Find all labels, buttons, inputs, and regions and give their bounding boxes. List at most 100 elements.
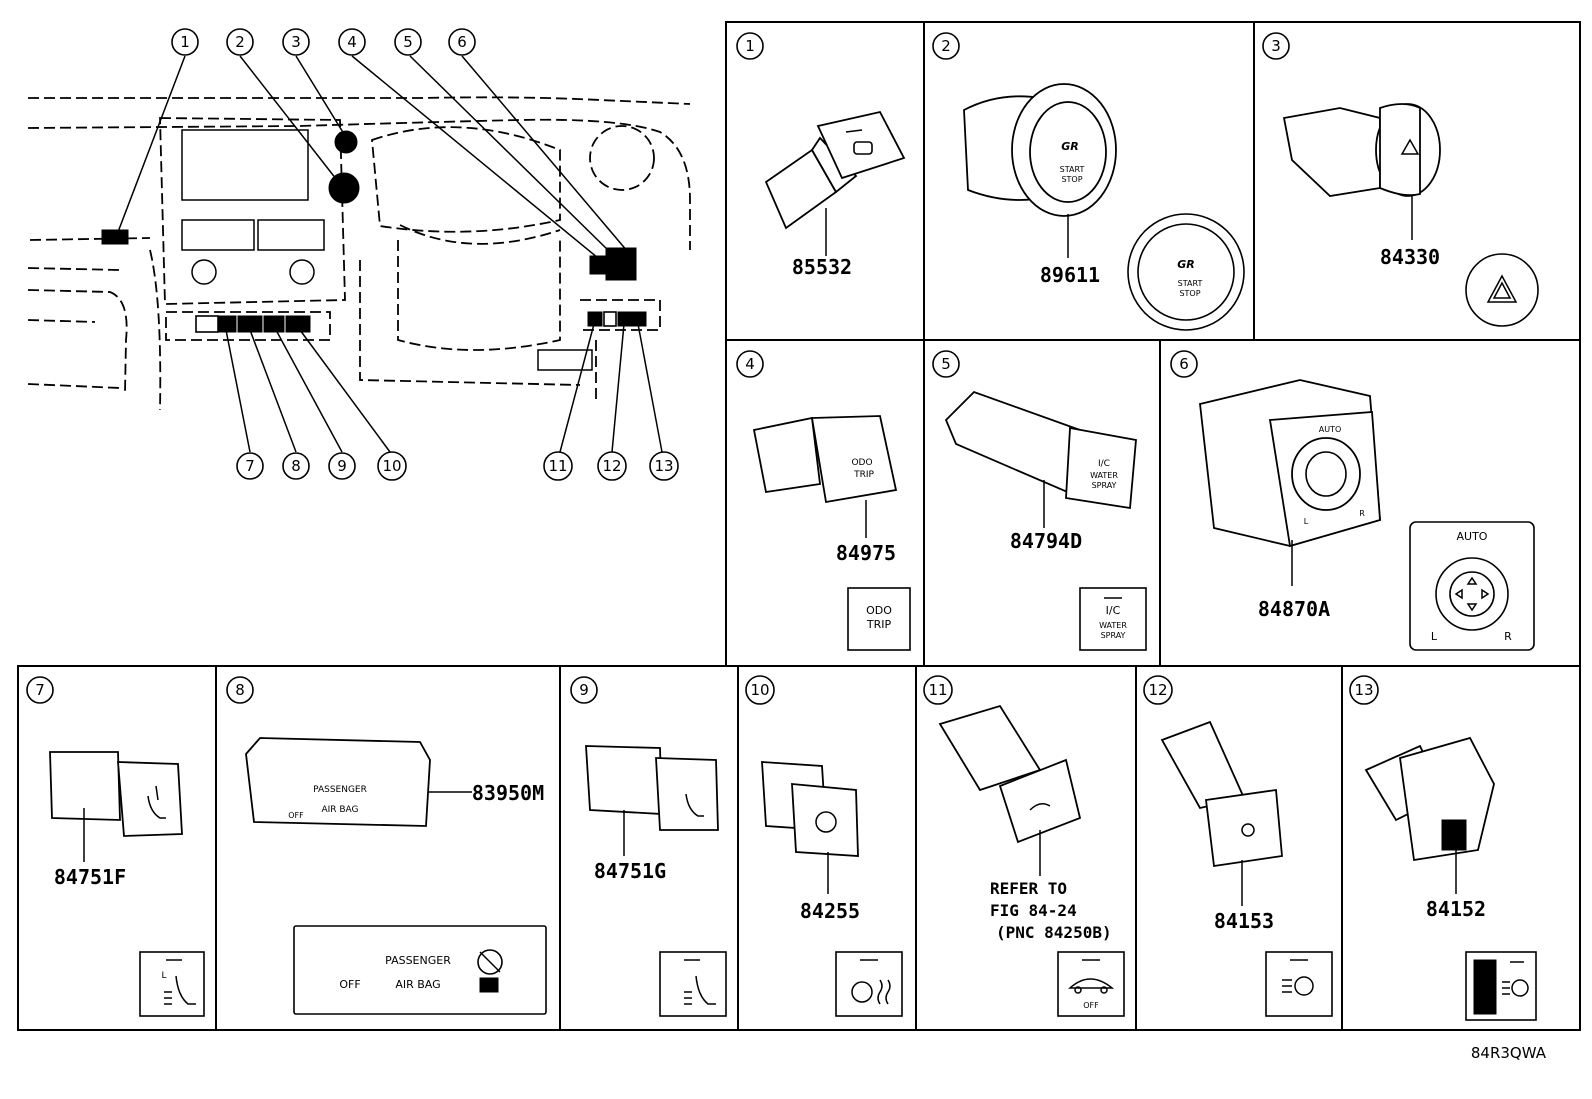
- part-number-84330[interactable]: 84330: [1380, 245, 1440, 269]
- overview-callout[interactable]: 4: [338, 28, 366, 56]
- cell-callout[interactable]: 11: [923, 675, 953, 705]
- cell-callout[interactable]: 5: [932, 350, 960, 378]
- passenger-airbag-icon: PASSENGER AIR BAG OFF: [293, 925, 547, 1015]
- overview-callout[interactable]: 5: [394, 28, 422, 56]
- cell-1: 1 85532: [736, 32, 906, 279]
- cell-7: 7 84751F L: [26, 676, 205, 1017]
- overview-callout[interactable]: 6: [448, 28, 476, 56]
- headlight-leveling-icon: [1465, 951, 1537, 1021]
- cell-callout[interactable]: 3: [1262, 32, 1290, 60]
- svg-text:PASSENGER: PASSENGER: [313, 785, 367, 795]
- vsc-off-icon: OFF: [1057, 951, 1125, 1017]
- svg-text:13: 13: [1354, 681, 1373, 699]
- svg-text:5: 5: [403, 33, 413, 51]
- seat-heater-left-icon: L: [139, 951, 205, 1017]
- part-number-85532[interactable]: 85532: [792, 255, 852, 279]
- overview-callout[interactable]: 1: [171, 28, 199, 56]
- cell-callout[interactable]: 10: [745, 675, 775, 705]
- cell-callout[interactable]: 6: [1170, 350, 1198, 378]
- cell-callout[interactable]: 1: [736, 32, 764, 60]
- part-number-84870A[interactable]: 84870A: [1258, 597, 1330, 621]
- svg-text:OFF: OFF: [339, 978, 360, 991]
- svg-text:L: L: [1431, 630, 1438, 643]
- overview-callout[interactable]: 10: [377, 451, 407, 481]
- hazard-icon: [1465, 253, 1539, 327]
- svg-text:I/C: I/C: [1106, 604, 1121, 617]
- part-number-84794D[interactable]: 84794D: [1010, 529, 1082, 553]
- cell-callout[interactable]: 2: [932, 32, 960, 60]
- cell-5: 5 I/C WATER SPRAY 84794D I/C WATER SPRAY: [932, 350, 1147, 651]
- overview-callout[interactable]: 2: [226, 28, 254, 56]
- cell-4: 4 ODO TRIP 84975 ODO TRIP: [736, 350, 911, 651]
- svg-text:WATER: WATER: [1099, 621, 1127, 630]
- cell-callout[interactable]: 9: [570, 676, 598, 704]
- svg-text:8: 8: [235, 681, 245, 699]
- cell-10: 10 84255: [745, 675, 903, 1017]
- cell-callout[interactable]: 8: [226, 676, 254, 704]
- overview-callout[interactable]: 7: [236, 452, 264, 480]
- svg-text:OFF: OFF: [288, 811, 304, 820]
- svg-text:1: 1: [745, 37, 755, 55]
- overview-callout[interactable]: 13: [649, 451, 679, 481]
- cell-callout[interactable]: 13: [1349, 675, 1379, 705]
- part-number-84255[interactable]: 84255: [800, 899, 860, 923]
- figure-code: 84R3QWA: [1471, 1044, 1547, 1062]
- cell-callout[interactable]: 4: [736, 350, 764, 378]
- part-number-84152[interactable]: 84152: [1426, 897, 1486, 921]
- cell-9: 9 84751G: [570, 676, 727, 1017]
- mirror-switch-drawing: AUTO L R: [1199, 379, 1381, 548]
- svg-text:START: START: [1060, 165, 1085, 174]
- svg-text:R: R: [1359, 509, 1365, 518]
- odo-trip-switch-drawing: ODO TRIP: [752, 415, 898, 504]
- svg-text:11: 11: [548, 457, 567, 475]
- svg-text:ODO: ODO: [851, 458, 872, 468]
- svg-text:13: 13: [654, 457, 673, 475]
- hazard-switch-drawing: [1282, 103, 1441, 197]
- svg-text:GR: GR: [1177, 258, 1195, 271]
- cell-11: 11 REFER TO FIG 84-24 (PNC 84250B) OFF: [923, 675, 1125, 1017]
- svg-text:STOP: STOP: [1061, 175, 1082, 184]
- svg-text:10: 10: [382, 457, 401, 475]
- cell-13: 13 84152: [1349, 675, 1537, 1021]
- vsc-off-switch-drawing: [938, 704, 1082, 844]
- overview-callout[interactable]: 3: [282, 28, 310, 56]
- cell-3: 3 84330: [1262, 32, 1539, 327]
- part-number-89611[interactable]: 89611: [1040, 263, 1100, 287]
- svg-text:12: 12: [1148, 681, 1167, 699]
- refer-note-line2: FIG 84-24: [990, 901, 1077, 920]
- overview-callout[interactable]: 11: [543, 451, 573, 481]
- ic-water-spray-switch-drawing: I/C WATER SPRAY: [944, 390, 1137, 510]
- refer-note-line3: (PNC 84250B): [996, 923, 1112, 942]
- svg-text:4: 4: [347, 33, 357, 51]
- cell-callout[interactable]: 7: [26, 676, 54, 704]
- overview-callout[interactable]: 12: [597, 451, 627, 481]
- seat-heater-right-switch-drawing: [585, 745, 719, 831]
- svg-text:AIR BAG: AIR BAG: [321, 805, 358, 815]
- overview-callout[interactable]: 9: [328, 452, 356, 480]
- part-number-83950M[interactable]: 83950M: [472, 781, 544, 805]
- cell-callout[interactable]: 12: [1143, 675, 1173, 705]
- svg-text:AUTO: AUTO: [1319, 425, 1342, 434]
- part-number-84975[interactable]: 84975: [836, 541, 896, 565]
- svg-text:L: L: [1304, 517, 1309, 526]
- svg-text:9: 9: [579, 681, 589, 699]
- part-number-84153[interactable]: 84153: [1214, 909, 1274, 933]
- svg-text:10: 10: [750, 681, 769, 699]
- overview-callout[interactable]: 8: [282, 452, 310, 480]
- svg-text:3: 3: [291, 33, 301, 51]
- svg-text:AIR BAG: AIR BAG: [395, 978, 440, 991]
- ic-water-spray-icon: I/C WATER SPRAY: [1079, 587, 1147, 651]
- svg-text:7: 7: [35, 681, 45, 699]
- auto-headlight-icon: [1265, 951, 1333, 1017]
- part-number-84751F[interactable]: 84751F: [54, 865, 126, 889]
- svg-text:SPRAY: SPRAY: [1101, 631, 1126, 640]
- cell-12: 12 84153: [1143, 675, 1333, 1017]
- svg-text:START: START: [1178, 279, 1203, 288]
- steering-heater-switch-drawing: [761, 761, 859, 857]
- headlight-leveling-dial-drawing: [1364, 736, 1495, 862]
- start-stop-switch-drawing: GR START STOP: [963, 83, 1117, 217]
- svg-text:ODO: ODO: [866, 604, 892, 617]
- part-number-84751G[interactable]: 84751G: [594, 859, 666, 883]
- cell-8: 8 PASSENGER AIR BAG OFF 83950M PASSENGER…: [226, 676, 547, 1015]
- svg-text:OFF: OFF: [1083, 1001, 1099, 1010]
